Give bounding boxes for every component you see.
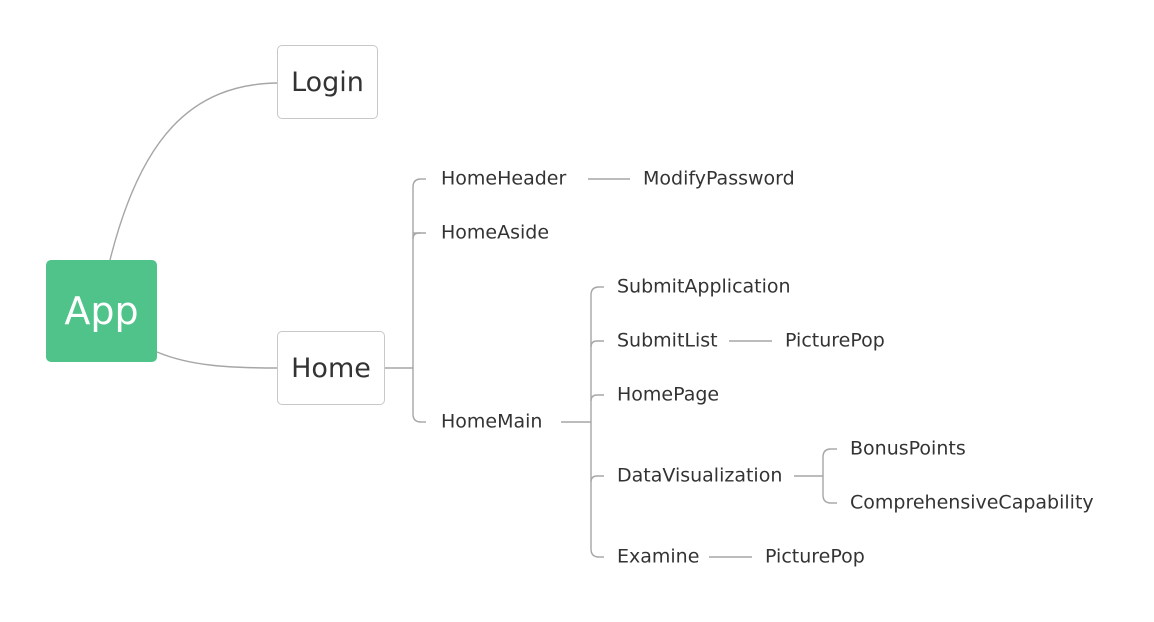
- node-home[interactable]: Home: [277, 331, 385, 405]
- node-data-visualization[interactable]: DataVisualization: [617, 464, 783, 487]
- bracket-home-children: [412, 178, 422, 423]
- connector-app-login: [109, 82, 279, 261]
- node-home-main[interactable]: HomeMain: [441, 410, 543, 433]
- node-submit-application[interactable]: SubmitApplication: [617, 275, 791, 298]
- tick-homepage: [590, 394, 604, 402]
- tick-datavisualization: [590, 475, 604, 483]
- bracket-datavis-children: [822, 448, 832, 504]
- node-bonus-points[interactable]: BonusPoints: [850, 437, 966, 460]
- node-submit-list[interactable]: SubmitList: [617, 329, 718, 352]
- node-submit-list-picture-pop[interactable]: PicturePop: [785, 329, 885, 352]
- node-login-label: Login: [291, 66, 364, 98]
- node-examine[interactable]: Examine: [617, 545, 700, 568]
- tick-home-aside: [412, 232, 426, 240]
- root-node-label: App: [64, 289, 139, 333]
- node-home-page[interactable]: HomePage: [617, 383, 720, 406]
- node-login[interactable]: Login: [277, 45, 378, 119]
- node-home-header[interactable]: HomeHeader: [441, 167, 567, 190]
- node-examine-picture-pop[interactable]: PicturePop: [765, 545, 865, 568]
- bracket-homemain-children: [590, 286, 600, 558]
- connector-app-home: [156, 351, 279, 369]
- node-home-aside[interactable]: HomeAside: [441, 221, 550, 244]
- root-node-app[interactable]: App: [46, 260, 157, 362]
- tick-submitlist: [590, 340, 604, 348]
- node-comprehensive-capability[interactable]: ComprehensiveCapability: [850, 491, 1094, 514]
- node-home-label: Home: [291, 352, 371, 384]
- node-modify-password[interactable]: ModifyPassword: [643, 167, 795, 190]
